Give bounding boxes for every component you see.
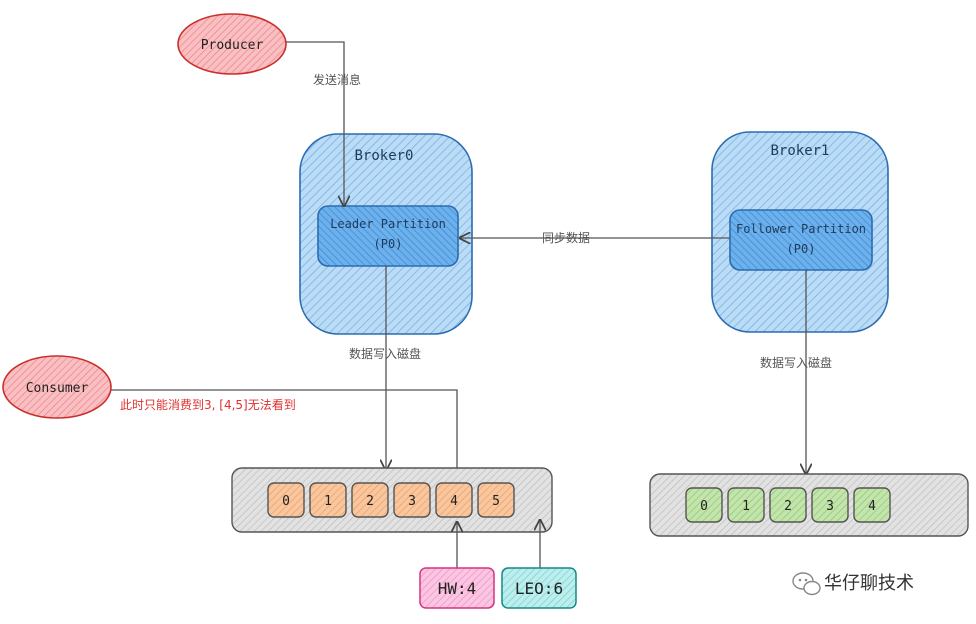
- leader-cell-3: [393, 482, 431, 518]
- follower-cell-3: [811, 487, 849, 523]
- leader-cell-4: [435, 482, 473, 518]
- sync-label: 同步数据: [542, 230, 590, 245]
- leo-label: LEO:6: [515, 579, 563, 598]
- leader-partition-title: Leader Partition: [330, 217, 446, 231]
- hw-badge: HW:4: [419, 567, 495, 609]
- leader-partition-id: (P0): [374, 237, 403, 251]
- producer-node: Producer: [177, 13, 287, 75]
- leader-cell-1: [309, 482, 347, 518]
- consumer-arrow: [111, 389, 457, 484]
- consumer-node: Consumer: [2, 355, 112, 419]
- follower-cell-label-4: 4: [868, 499, 876, 514]
- follower-cell-1: [727, 487, 765, 523]
- follower-cell-label-0: 0: [700, 499, 708, 514]
- follower-cell-2: [769, 487, 807, 523]
- leader-cell-label-3: 3: [408, 494, 416, 509]
- wechat-icon: [792, 572, 821, 596]
- broker1-label: Broker1: [770, 143, 829, 159]
- follower-cell-label-3: 3: [826, 499, 834, 514]
- follower-cell-label-1: 1: [742, 499, 750, 514]
- leader-cell-label-5: 5: [492, 494, 500, 509]
- send-label: 发送消息: [313, 72, 361, 87]
- send-arrow: [286, 41, 344, 206]
- follower-partition-id: (P0): [787, 242, 816, 256]
- leader-cell-0: [267, 482, 305, 518]
- consumer-label: Consumer: [26, 381, 89, 396]
- consumer-note: 此时只能消费到3, [4,5]无法看到: [120, 398, 296, 412]
- leo-badge: LEO:6: [501, 567, 577, 609]
- watermark-label: 华仔聊技术: [824, 573, 914, 594]
- leader-write-label: 数据写入磁盘: [349, 346, 421, 361]
- hw-label: HW:4: [438, 579, 477, 598]
- leader-cell-2: [351, 482, 389, 518]
- follower-cell-0: [685, 487, 723, 523]
- leader-cell-label-1: 1: [324, 494, 332, 509]
- leader-cell-label-4: 4: [450, 494, 458, 509]
- leader-cell-label-0: 0: [282, 494, 290, 509]
- follower-partition-title: Follower Partition: [736, 222, 866, 236]
- leader-partition: Leader Partition (P0): [317, 205, 459, 267]
- leader-cell-5: [477, 482, 515, 518]
- follower-cell-4: [853, 487, 891, 523]
- leader-cell-label-2: 2: [366, 494, 374, 509]
- follower-cell-label-2: 2: [784, 499, 792, 514]
- broker0-label: Broker0: [354, 148, 413, 164]
- watermark: 华仔聊技术: [792, 572, 914, 596]
- follower-partition: Follower Partition (P0): [729, 209, 873, 271]
- follower-write-label: 数据写入磁盘: [760, 355, 832, 370]
- producer-label: Producer: [201, 38, 264, 53]
